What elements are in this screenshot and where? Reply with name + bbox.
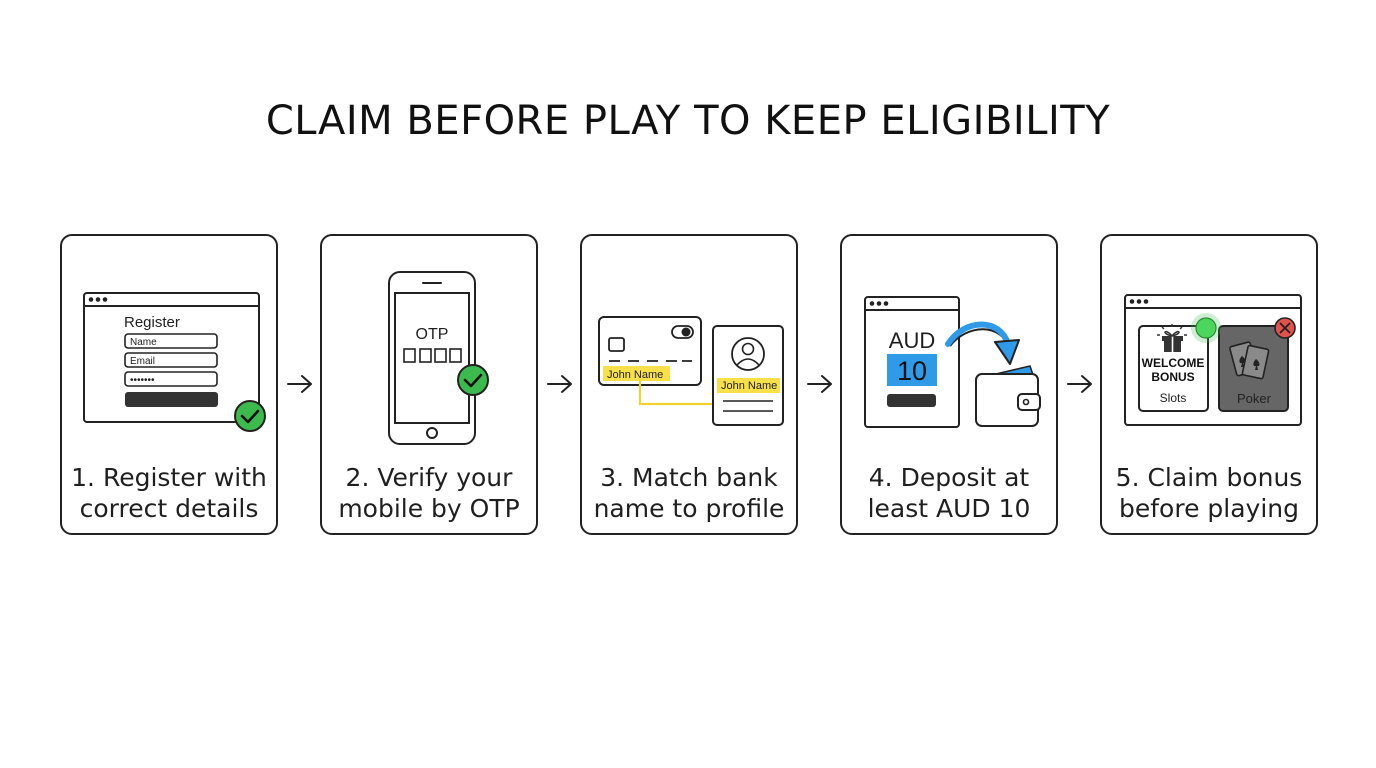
check-icon bbox=[234, 400, 266, 432]
slots-label: Slots bbox=[1160, 391, 1187, 405]
profile-name: John Name bbox=[721, 380, 777, 392]
caption-line: least AUD 10 bbox=[867, 494, 1031, 523]
submit-button-shape bbox=[125, 392, 218, 407]
caption-line: before playing bbox=[1119, 494, 1299, 523]
name-field bbox=[124, 333, 218, 349]
caption-line: 4. Deposit at bbox=[868, 463, 1030, 492]
step-caption: 5. Claim bonus before playing bbox=[1102, 462, 1316, 524]
profile-name-highlight bbox=[717, 378, 780, 393]
window-dot-icon bbox=[95, 297, 101, 302]
window-dot-icon bbox=[876, 301, 882, 306]
step-card-claim-bonus: WELCOME BONUS Slots Poker 5. Claim bonus… bbox=[1100, 234, 1318, 535]
caption-line: 2. Verify your bbox=[345, 463, 513, 492]
slots-tile bbox=[1138, 325, 1209, 412]
page-title: CLAIM BEFORE PLAY TO KEEP ELIGIBILITY bbox=[265, 98, 1111, 144]
playing-cards-icon bbox=[1229, 341, 1270, 380]
step-caption: 2. Verify your mobile by OTP bbox=[322, 462, 536, 524]
password-mask: ••••••• bbox=[130, 375, 155, 386]
otp-digit-box bbox=[434, 348, 447, 363]
caption-line: name to profile bbox=[593, 494, 785, 523]
deposit-button-shape bbox=[887, 394, 936, 407]
bank-match-illustration: John Name John Name bbox=[598, 316, 784, 426]
arrow-right-icon bbox=[287, 375, 312, 393]
deposit-illustration: AUD 10 bbox=[864, 296, 1041, 428]
window-dot-icon bbox=[1136, 299, 1142, 304]
close-icon bbox=[1274, 317, 1296, 339]
step-card-deposit: AUD 10 4. Deposit at least AUD 10 bbox=[840, 234, 1058, 535]
curved-arrow-icon bbox=[945, 321, 1020, 365]
caption-line: 3. Match bank bbox=[600, 463, 778, 492]
window-dot-icon bbox=[869, 301, 875, 306]
step-caption: 4. Deposit at least AUD 10 bbox=[842, 462, 1056, 524]
card-name: John Name bbox=[607, 369, 663, 381]
name-field-label: Name bbox=[130, 337, 157, 348]
bonus-label-line2: BONUS bbox=[1151, 370, 1194, 384]
otp-boxes bbox=[403, 348, 462, 363]
bonus-label-line1: WELCOME bbox=[1142, 356, 1205, 370]
caption-line: correct details bbox=[79, 494, 259, 523]
caption-line: 1. Register with bbox=[71, 463, 267, 492]
poker-label: Poker bbox=[1237, 391, 1272, 406]
arrow-right-icon bbox=[807, 375, 832, 393]
window-dot-icon bbox=[1129, 299, 1135, 304]
step-caption: 1. Register with correct details bbox=[62, 462, 276, 524]
otp-digit-box bbox=[419, 348, 432, 363]
password-field bbox=[124, 371, 218, 387]
otp-digit-box bbox=[403, 348, 416, 363]
window-dot-icon bbox=[1143, 299, 1149, 304]
arrow-right-icon bbox=[1067, 375, 1092, 393]
amount-highlight bbox=[887, 354, 937, 386]
caption-line: 5. Claim bonus bbox=[1115, 463, 1303, 492]
currency-label: AUD bbox=[889, 328, 935, 353]
otp-digit-box bbox=[449, 348, 462, 363]
window-dot-icon bbox=[88, 297, 94, 302]
otp-label: OTP bbox=[416, 326, 449, 343]
active-indicator-icon bbox=[1191, 313, 1221, 343]
phone-icon bbox=[388, 271, 476, 445]
card-name-highlight bbox=[603, 366, 670, 381]
window-dot-icon bbox=[883, 301, 889, 306]
profile-document-icon bbox=[712, 325, 784, 426]
step-card-match-bank: John Name John Name 3. Match bank name t… bbox=[580, 234, 798, 535]
email-field bbox=[124, 352, 218, 368]
step-card-register: Register Name Email ••••••• 1. Register … bbox=[60, 234, 278, 535]
claim-bonus-illustration: WELCOME BONUS Slots Poker bbox=[1124, 294, 1302, 426]
form-title: Register bbox=[124, 314, 180, 331]
arrow-right-icon bbox=[547, 375, 572, 393]
step-card-verify: OTP 2. Verify your mobile by OTP bbox=[320, 234, 538, 535]
check-icon bbox=[457, 364, 489, 396]
email-field-label: Email bbox=[130, 356, 155, 367]
caption-line: mobile by OTP bbox=[338, 494, 520, 523]
step-caption: 3. Match bank name to profile bbox=[582, 462, 796, 524]
amount-value: 10 bbox=[897, 356, 927, 386]
window-dot-icon bbox=[102, 297, 108, 302]
register-form-illustration: Register Name Email ••••••• bbox=[83, 292, 266, 432]
wallet-icon bbox=[975, 365, 1041, 427]
phone-otp-illustration: OTP bbox=[388, 271, 489, 445]
gift-icon bbox=[1157, 324, 1187, 352]
